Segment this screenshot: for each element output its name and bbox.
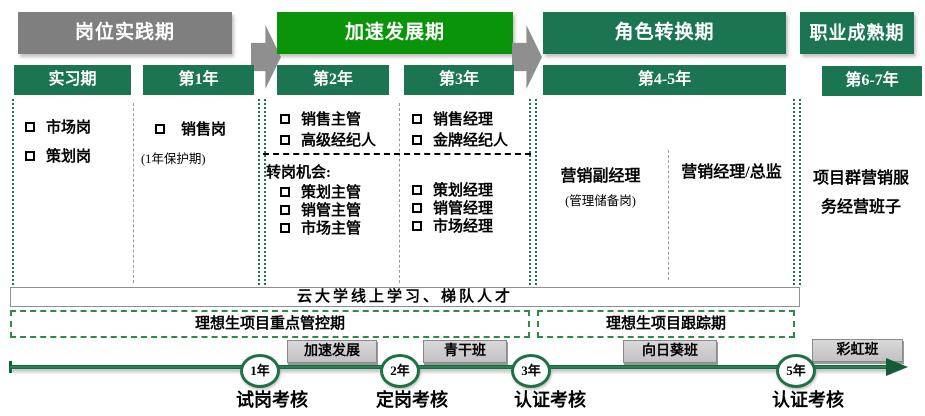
- list-item-label: 策划主管: [301, 185, 362, 201]
- list-item-label: 销管主管: [301, 203, 362, 219]
- checkbox-icon: [25, 121, 35, 132]
- list-item: 金牌经纪人: [412, 129, 508, 150]
- sub-column-divider: [668, 150, 669, 280]
- column-divider: [258, 99, 260, 285]
- list-item: 销管主管: [280, 199, 361, 220]
- project-group-team-line1: 项目群营销服: [812, 170, 909, 187]
- period-year6-7: 第6-7年: [822, 66, 922, 96]
- list-item: 高级经纪人: [280, 129, 376, 150]
- checkbox-icon: [280, 186, 290, 197]
- sub-column-divider: [133, 103, 134, 283]
- checkbox-icon: [412, 113, 422, 124]
- milestone-circle-3yr: 3年: [511, 354, 551, 388]
- list-item-label: 高级经纪人: [301, 133, 377, 149]
- list-item-label: 市场岗: [46, 120, 92, 136]
- arrow-right-icon: [512, 25, 542, 89]
- list-item: 销售岗: [155, 118, 226, 139]
- checkbox-icon: [280, 222, 290, 233]
- milestone-label-placement: 定岗考核: [376, 390, 448, 410]
- transfer-divider-line: [263, 153, 531, 155]
- checkbox-icon: [412, 202, 422, 213]
- column-divider: [799, 99, 801, 285]
- list-item-label: 市场经理: [433, 219, 494, 235]
- list-item-label: 销售主管: [301, 112, 362, 128]
- deputy-manager-title: 营销副经理: [560, 168, 641, 185]
- reserve-post-note: (管理储备岗): [565, 194, 636, 208]
- milestone-circle-1yr: 1年: [240, 354, 280, 388]
- milestone-circle-2yr: 2年: [380, 354, 420, 388]
- stage-header-acceleration: 加速发展期: [277, 12, 513, 54]
- column-divider: [264, 99, 266, 285]
- checkbox-icon: [412, 220, 422, 231]
- milestone-circle-5yr: 5年: [776, 354, 816, 388]
- column-divider: [793, 99, 795, 285]
- checkbox-icon: [25, 150, 35, 161]
- period-year1: 第1年: [143, 65, 254, 95]
- list-item-label: 策划岗: [46, 149, 92, 165]
- column-divider: [529, 99, 531, 285]
- list-item-label: 金牌经纪人: [433, 133, 509, 149]
- list-item-label: 策划经理: [433, 183, 494, 199]
- period-internship: 实习期: [14, 65, 131, 95]
- young-cadre-class-button[interactable]: 青干班: [423, 340, 507, 363]
- list-item: 策划经理: [412, 179, 493, 200]
- list-item: 市场主管: [280, 217, 361, 238]
- period-year4-5: 第4-5年: [543, 65, 786, 95]
- checkbox-icon: [280, 204, 290, 215]
- transfer-opportunity-heading: 转岗机会:: [266, 165, 331, 181]
- training-band: 云大学线上学习、梯队人才: [10, 287, 800, 307]
- checkbox-icon: [280, 113, 290, 124]
- stage-header-role-change: 角色转换期: [543, 12, 786, 54]
- period-year2: 第2年: [277, 65, 389, 95]
- list-item-label: 市场主管: [301, 221, 362, 237]
- rainbow-class-button[interactable]: 彩虹班: [812, 339, 903, 362]
- list-item-label: 销售经理: [433, 112, 494, 128]
- control-period-band: 理想生项目重点管控期: [10, 310, 530, 338]
- project-group-team-line2: 务经营班子: [820, 199, 901, 216]
- list-item: 销售主管: [280, 108, 361, 129]
- list-item: 策划主管: [280, 181, 361, 202]
- period-year3: 第3年: [404, 65, 514, 95]
- accelerate-class-button[interactable]: 加速发展: [287, 340, 377, 363]
- sunflower-class-button[interactable]: 向日葵班: [623, 340, 717, 363]
- stage-header-maturity: 职业成熟期: [800, 12, 914, 54]
- column-divider: [12, 99, 14, 285]
- checkbox-icon: [155, 123, 165, 134]
- tracking-period-band: 理想生项目跟踪期: [537, 310, 795, 338]
- timeline-arrowhead-icon: [886, 358, 908, 376]
- list-item-label: 销售岗: [181, 122, 227, 138]
- column-divider: [535, 99, 537, 285]
- list-item: 市场经理: [412, 215, 493, 236]
- list-item: 策划岗: [25, 145, 91, 166]
- protection-period-note: (1年保护期): [141, 152, 206, 166]
- list-item: 销售经理: [412, 108, 493, 129]
- milestone-label-trial: 试岗考核: [236, 390, 308, 410]
- sub-column-divider: [399, 103, 400, 283]
- list-item: 市场岗: [25, 116, 91, 137]
- list-item-label: 销管经理: [433, 201, 494, 217]
- timeline-axis: [10, 365, 890, 369]
- checkbox-icon: [412, 134, 422, 145]
- checkbox-icon: [280, 134, 290, 145]
- milestone-label-cert2: 认证考核: [772, 390, 844, 410]
- milestone-label-cert1: 认证考核: [514, 390, 586, 410]
- manager-director-title: 营销经理/总监: [681, 164, 782, 181]
- stage-header-practice: 岗位实践期: [18, 12, 232, 54]
- checkbox-icon: [412, 184, 422, 195]
- list-item: 销管经理: [412, 197, 493, 218]
